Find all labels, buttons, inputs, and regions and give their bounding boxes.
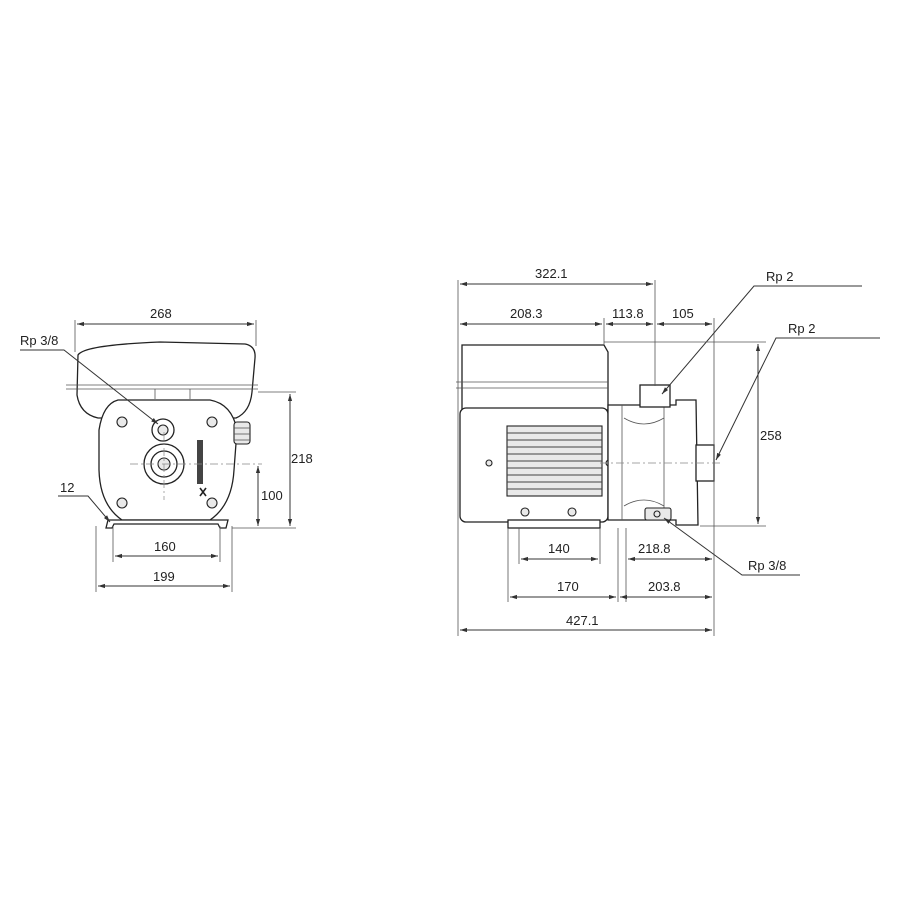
dim-base-to-end: 218.8 (638, 541, 671, 556)
label-suction-port: Rp 2 (788, 321, 815, 336)
front-view: 268 218 100 Rp 3/8 12 160 199 (20, 306, 313, 592)
dim-foot-inner: 160 (154, 539, 176, 554)
label-drain-port: Rp 3/8 (748, 558, 786, 573)
dim-motor-length: 208.3 (510, 306, 543, 321)
dim-side-height: 258 (760, 428, 782, 443)
dim-foot-spacing: 140 (548, 541, 570, 556)
dim-foot-to-end: 203.8 (648, 579, 681, 594)
label-front-port: Rp 3/8 (20, 333, 58, 348)
dim-foot-outer: 199 (153, 569, 175, 584)
dim-overall-length: 427.1 (566, 613, 599, 628)
dim-discharge-offset: 113.8 (612, 306, 644, 321)
dim-top-length: 322.1 (535, 266, 568, 281)
dim-front-width: 268 (150, 306, 172, 321)
side-view: 322.1 208.3 113.8 105 Rp 2 Rp 2 258 Rp 3… (456, 266, 880, 636)
label-discharge-port: Rp 2 (766, 269, 793, 284)
dim-discharge-to-end: 105 (672, 306, 694, 321)
dim-foot-span: 170 (557, 579, 579, 594)
dim-front-height-total: 218 (291, 451, 313, 466)
dim-foot-thickness: 12 (60, 480, 74, 495)
dim-front-axis-height: 100 (261, 488, 283, 503)
